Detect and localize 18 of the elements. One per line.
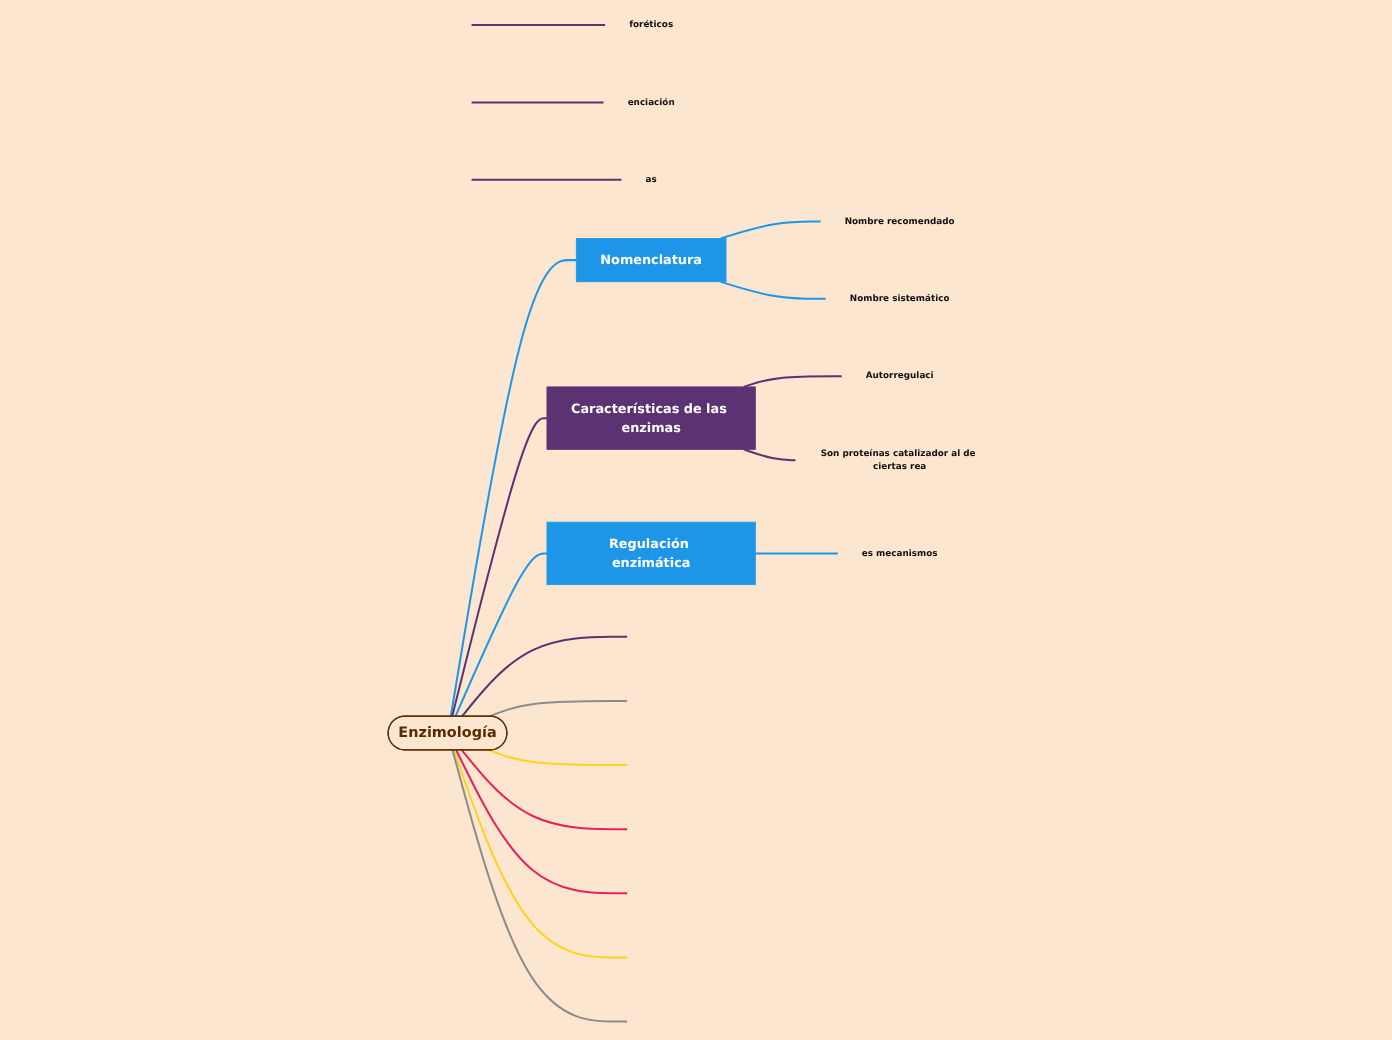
branch-line <box>754 552 839 555</box>
branch-line <box>470 178 623 181</box>
branch-line <box>455 749 629 895</box>
branch-line <box>742 375 843 388</box>
branch-line <box>470 24 607 27</box>
branch-line <box>488 699 629 718</box>
branch-line <box>454 552 548 718</box>
branch-line <box>460 635 629 718</box>
branch-line <box>449 259 578 718</box>
branch-line <box>488 749 629 767</box>
branch-line <box>719 220 822 240</box>
branch-line <box>451 417 548 718</box>
branch-line <box>451 749 629 1023</box>
branch-line <box>719 280 827 300</box>
branch-line <box>460 749 629 831</box>
branch-line <box>470 101 605 104</box>
branch-line <box>742 448 797 462</box>
branch-line <box>452 749 629 959</box>
